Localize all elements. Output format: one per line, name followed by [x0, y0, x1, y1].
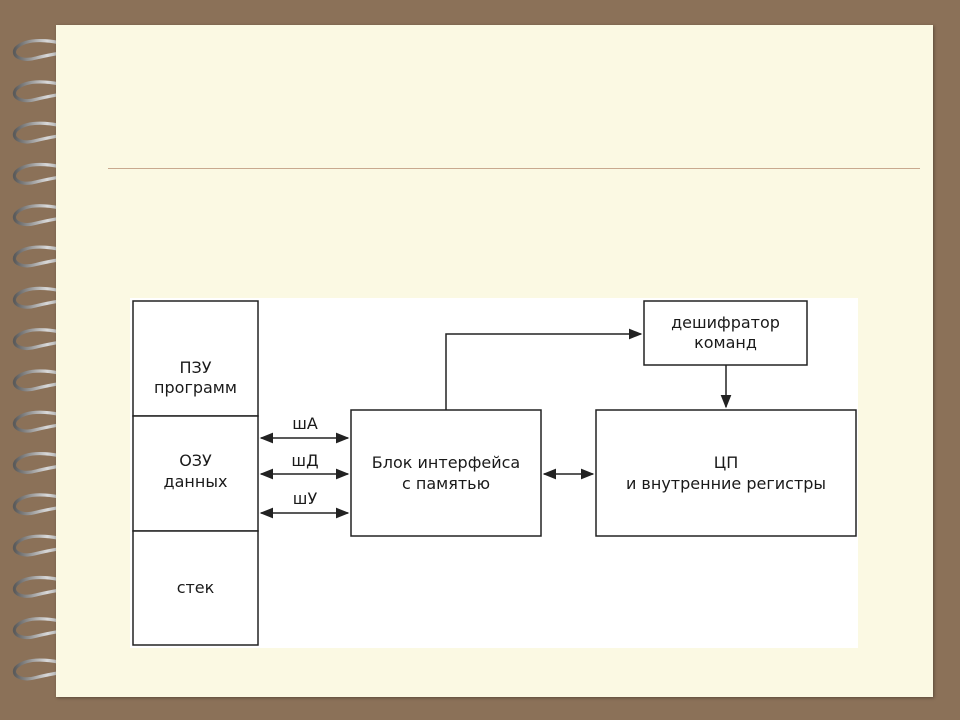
- rom-label-line1: ПЗУ: [179, 358, 211, 377]
- control-bus-label: шУ: [293, 489, 318, 508]
- interface-label-line1: Блок интерфейса: [372, 453, 520, 472]
- interface-label-line2: с памятью: [402, 474, 490, 493]
- ram-label-line2: данных: [164, 472, 228, 491]
- stack-label: стек: [177, 578, 215, 597]
- decoder-label-line2: команд: [694, 333, 757, 352]
- memory-interface-block: [350, 409, 542, 537]
- title-divider: [108, 168, 920, 169]
- command-decoder-block: [643, 300, 808, 366]
- ram-block: [132, 415, 259, 532]
- cpu-block: [595, 409, 857, 537]
- rom-block: [132, 300, 259, 417]
- cpu-label-line2: и внутренние регистры: [626, 474, 826, 493]
- ram-label-line1: ОЗУ: [179, 451, 212, 470]
- stack-block: [132, 530, 259, 646]
- address-bus-label: шА: [292, 414, 318, 433]
- decoder-label-line1: дешифратор: [671, 313, 780, 332]
- memory-architecture-diagram: ПЗУ программ ОЗУ данных стек шА шД шУ Бл…: [130, 298, 858, 648]
- cpu-label-line1: ЦП: [714, 453, 738, 472]
- data-bus-label: шД: [291, 451, 318, 470]
- rom-label-line2: программ: [154, 378, 237, 397]
- interface-to-decoder-arrow: [445, 328, 643, 410]
